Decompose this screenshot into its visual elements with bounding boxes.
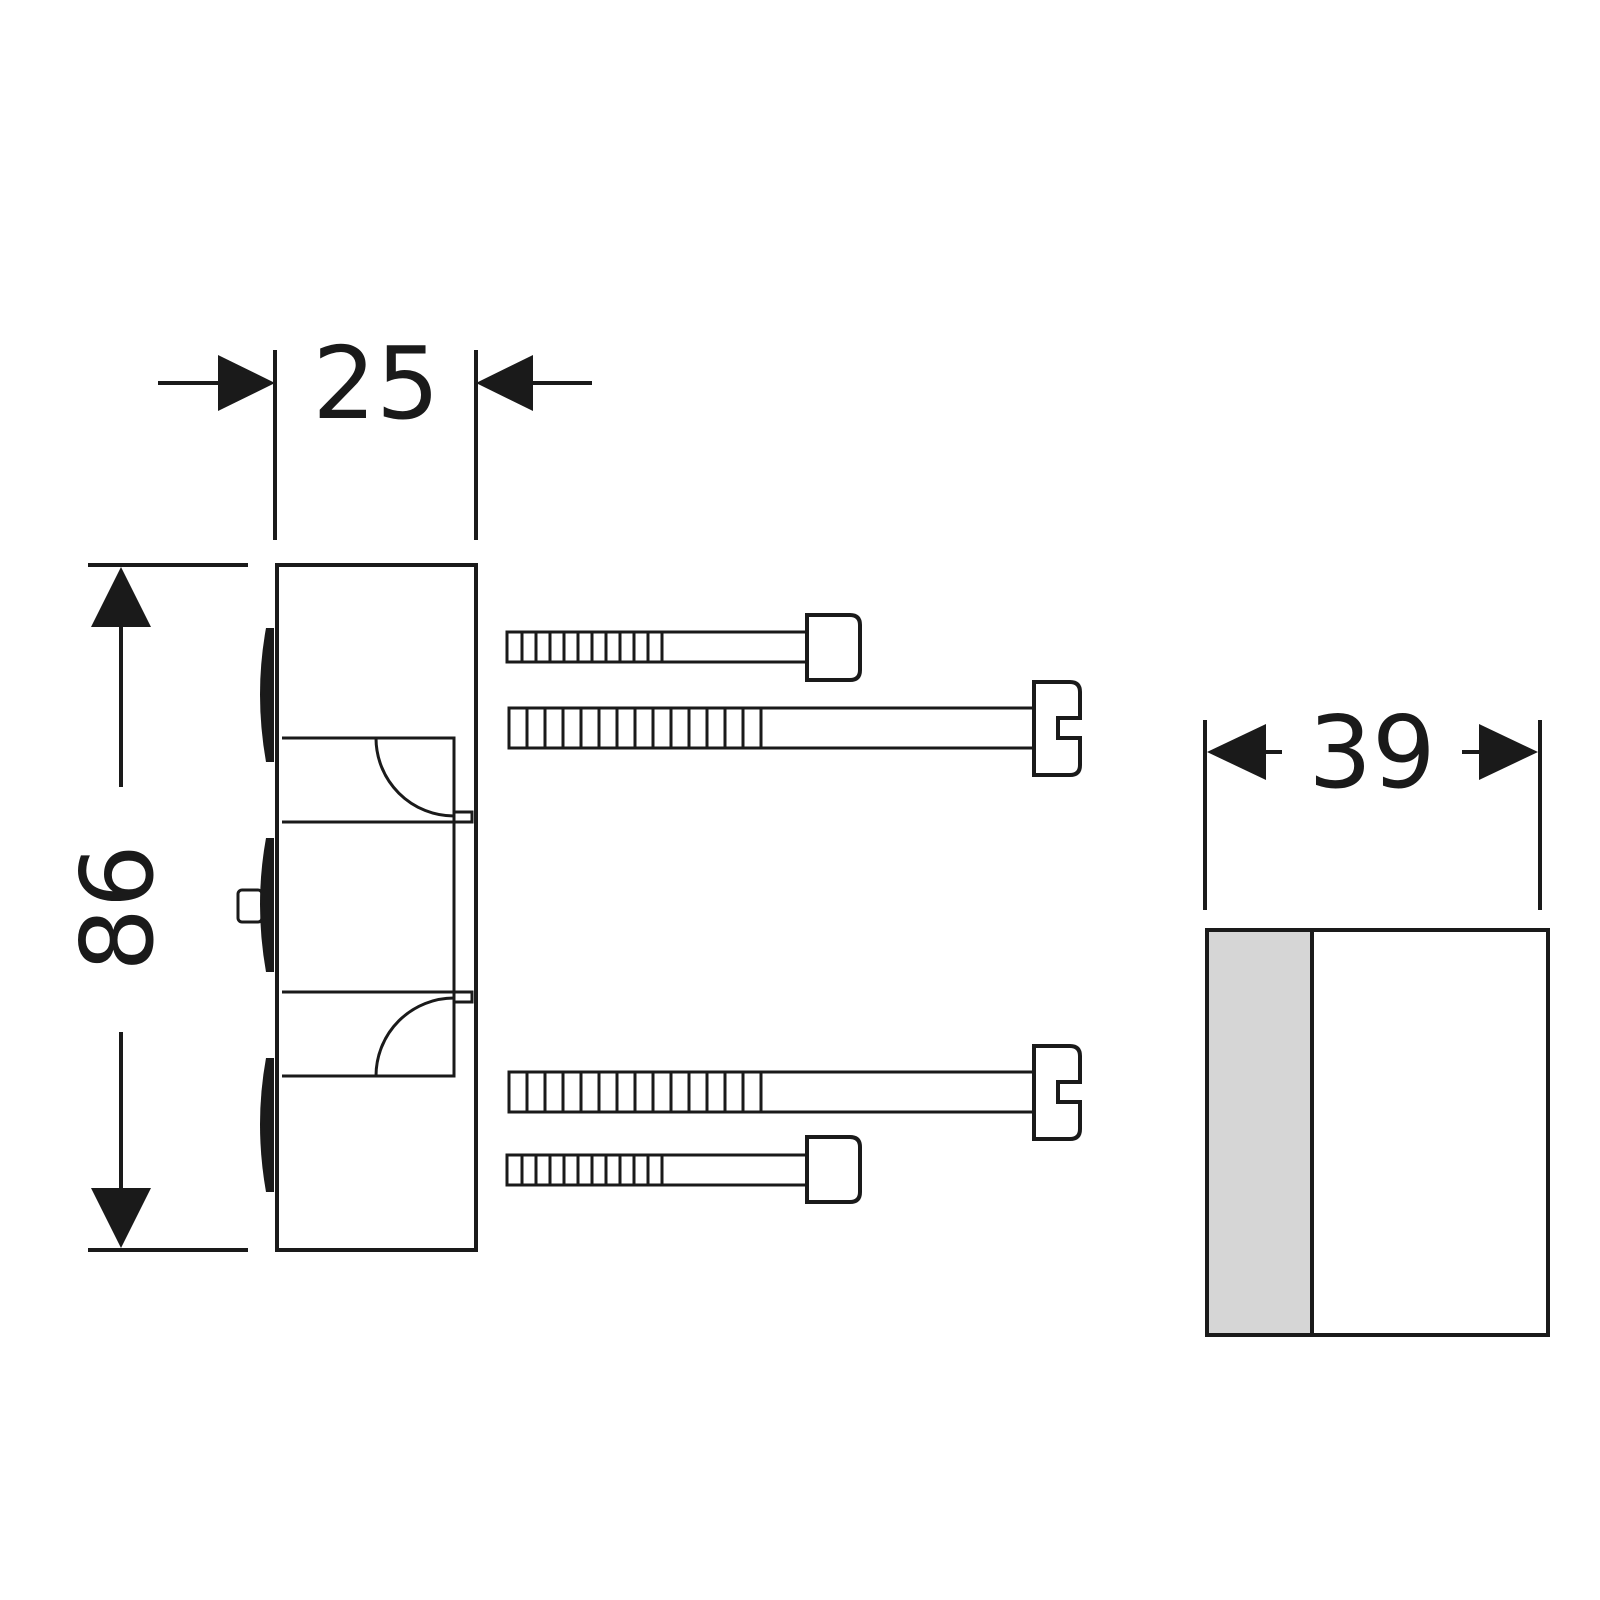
lower-chamber-outline [282,992,456,1078]
screw-thread [520,632,664,662]
lower-arc [374,996,455,1077]
screw-thread [525,1072,763,1112]
cover-shaded-side [1207,930,1312,1335]
screw-thread [525,708,763,748]
side-view-body [275,563,478,1252]
screw-short-top [505,613,862,682]
cover-outline [1205,928,1550,1337]
upper-chamber-outline [282,736,456,822]
height-dimension: 86 [59,563,248,1252]
depth-arrow-left-icon [1207,724,1266,780]
screw-long-upper [507,680,1082,777]
screw-shaft [505,1153,809,1187]
screw-long-lower [507,1044,1082,1141]
screw-head [805,1135,862,1204]
upper-arc [374,737,455,818]
upper-port-nub [452,810,474,824]
height-arrow-bottom-icon [91,1188,151,1248]
screw-head [805,613,862,682]
screw-head-slotted [1032,680,1082,777]
screw-thread [520,1155,664,1185]
lower-seal-icon [260,1058,274,1192]
width-label: 25 [312,325,439,442]
cover-view [1205,928,1550,1337]
width-arrow-right-icon [476,355,533,411]
upper-seal-icon [260,628,274,762]
middle-seal-icon [260,838,274,972]
height-label: 86 [59,844,176,971]
width-dimension: 25 [158,325,592,540]
side-view [236,563,478,1252]
middle-peg [236,888,264,924]
width-arrow-left-icon [218,355,275,411]
lower-port-nub [452,990,474,1004]
screw-head-slotted [1032,1044,1082,1141]
screw-shaft [505,630,809,664]
screw-shaft [507,1070,1036,1114]
screw-shaft [507,706,1036,750]
screw-short-bottom [505,1135,862,1204]
depth-dimension: 39 [1203,694,1542,910]
height-arrow-top-icon [91,567,151,627]
depth-label: 39 [1308,694,1435,811]
depth-arrow-right-icon [1479,724,1538,780]
